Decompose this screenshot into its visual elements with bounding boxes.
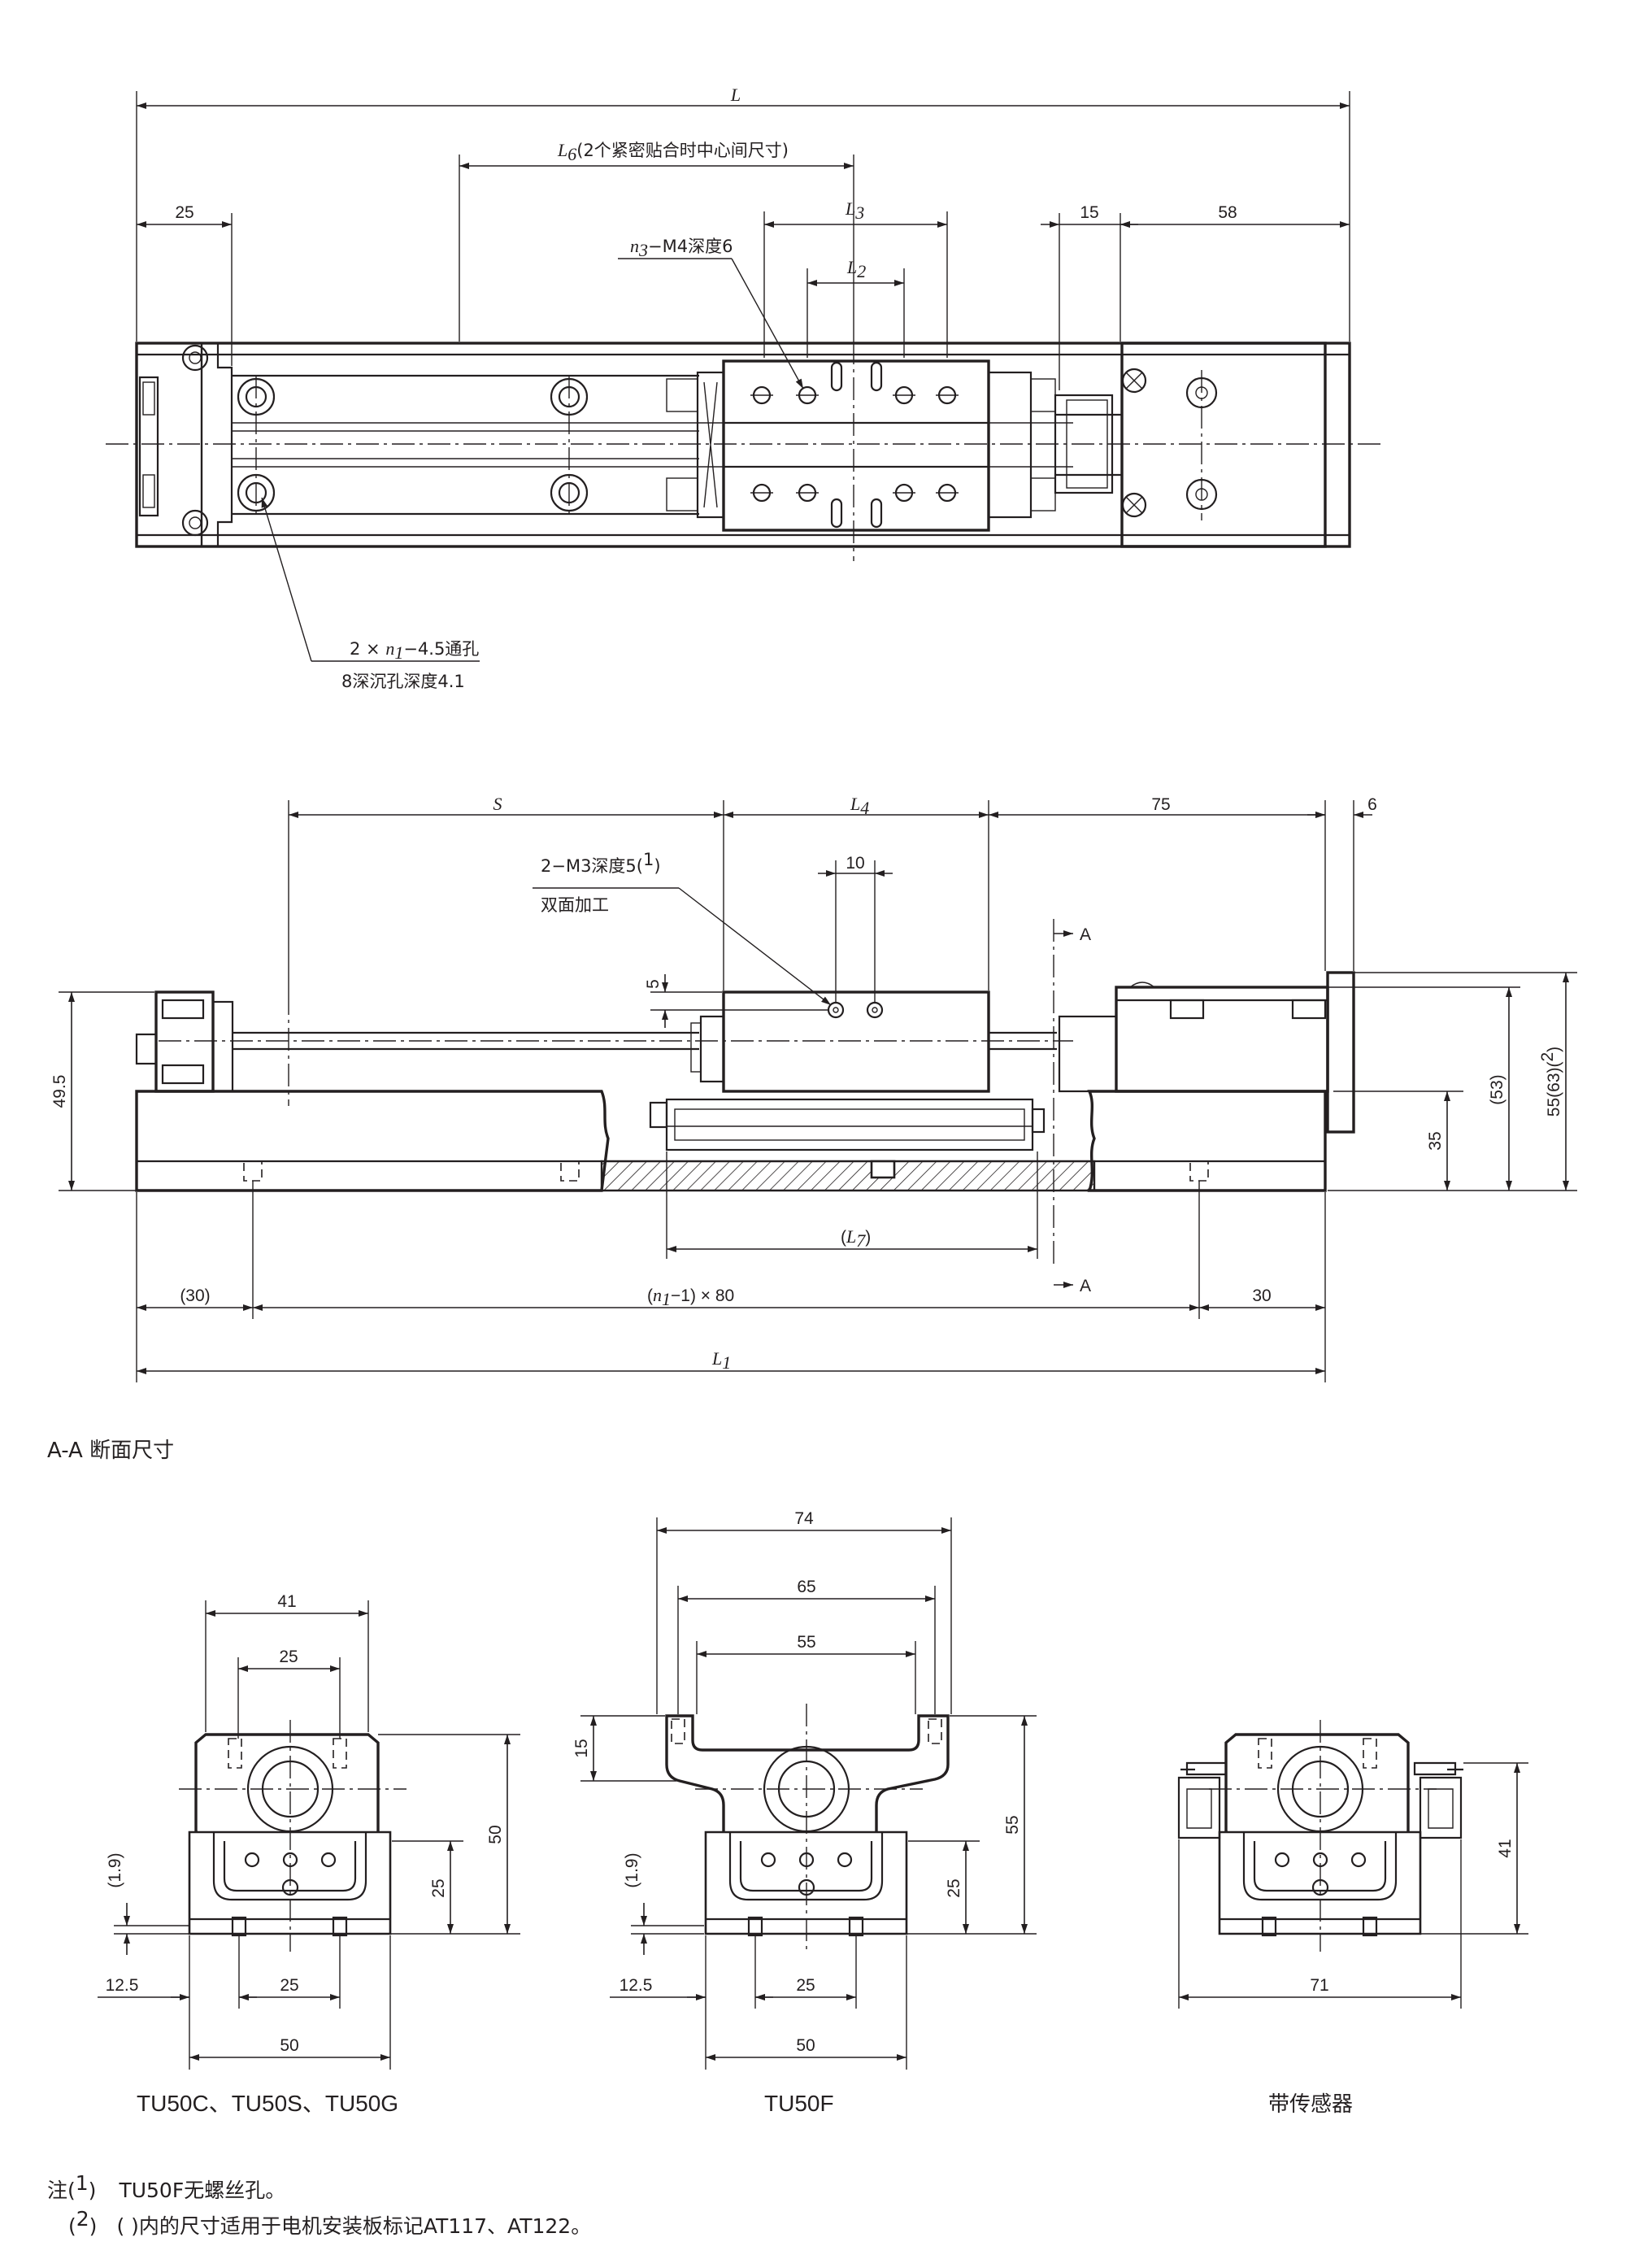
top-block-hole	[893, 385, 915, 405]
dim-L3-label: L3	[845, 198, 864, 223]
side-motor-bracket	[1115, 986, 1329, 1093]
dim-75: 75	[1151, 795, 1170, 814]
top-motor-plate	[1120, 342, 1327, 548]
notes: 注(1)TU50F无螺丝孔。 (2)( )内的尺寸适用于电机安装板标记AT117…	[47, 2171, 591, 2238]
sec1-dim-1-9: (1.9)	[106, 1852, 124, 1887]
top-left-screw-lower	[181, 509, 209, 537]
dim-L4-label: L4	[850, 794, 869, 818]
dim-49-5: 49.5	[50, 1075, 69, 1108]
sec2-dim-12-5: 12.5	[620, 1976, 653, 1995]
sec3-dim-71: 71	[1310, 1976, 1328, 1995]
sensor-rail-right	[1413, 1761, 1457, 1776]
sec2-dim-25-h: 25	[945, 1878, 963, 1897]
dim-35: 35	[1426, 1131, 1445, 1150]
sec1-dim-25-top: 25	[279, 1648, 298, 1666]
section-A-top: A	[1080, 925, 1091, 944]
sec1-dim-50-h: 50	[486, 1825, 505, 1844]
sec2-dim-74: 74	[794, 1509, 814, 1528]
sec2-dim-55-h: 55	[1003, 1815, 1022, 1834]
section-view-sensor: 41 71 带传感器	[1177, 1720, 1528, 2117]
top-motor-screw	[1121, 492, 1147, 518]
top-view: L L6(2个紧密贴合时中心间尺寸) L3 L2 25 15 58 n3−M4深…	[106, 85, 1382, 691]
side-base	[135, 1090, 610, 1192]
dim-S: S	[493, 794, 502, 814]
top-body-outline	[135, 342, 1351, 548]
label-m3-thread: 2−M3深度5(1)	[541, 850, 661, 876]
label-counterbore: 8深沉孔深度4.1	[341, 672, 465, 691]
note-1: 注(1)TU50F无螺丝孔。	[47, 2171, 285, 2202]
top-left-screw-upper	[181, 344, 209, 372]
dim-L: L	[730, 85, 741, 105]
side-left-endblock	[154, 990, 215, 1093]
label-both-sides: 双面加工	[541, 895, 609, 915]
label-thru-holes: 2 × n1−4.5通孔	[350, 638, 479, 663]
sec2-dim-1-9: (1.9)	[623, 1852, 641, 1887]
sec1-dim-25-bottom: 25	[280, 1976, 298, 1995]
dim-53: (53)	[1488, 1074, 1506, 1104]
side-section-hatch	[600, 1160, 1096, 1192]
dim-5: 5	[644, 979, 663, 989]
side-view: S L4 75 6 10 5 2−M3深度5(1) 双面加工 A A 49.5	[50, 794, 1577, 1382]
dim-L2-label: L2	[846, 257, 866, 281]
note-2: (2)( )内的尺寸适用于电机安装板标记AT117、AT122。	[68, 2207, 591, 2238]
dim-L6-label: L6(2个紧密贴合时中心间尺寸)	[557, 140, 789, 164]
sec2-dim-65: 65	[797, 1578, 815, 1596]
sec2-dim-50-bottom: 50	[796, 2036, 815, 2055]
label-n3-m4: n3−M4深度6	[630, 236, 733, 260]
sec2-dim-55-top: 55	[797, 1633, 815, 1652]
dim-30-right: 30	[1252, 1286, 1271, 1305]
dim-25: 25	[175, 203, 193, 222]
sec1-dim-25-h: 25	[429, 1878, 448, 1897]
section-title: A-A 断面尺寸	[47, 1439, 174, 1463]
sec2-caption: TU50F	[764, 2091, 834, 2116]
top-block-hole	[936, 385, 959, 405]
dim-10: 10	[846, 854, 864, 873]
side-m3-hole	[866, 1001, 884, 1019]
section-view-tu50c: 41 25 50 25 (1.9) 12.5 25 50 TU50C、TU50S…	[98, 1592, 520, 2116]
sensor-rail-left	[1185, 1761, 1228, 1776]
side-slider-block	[722, 990, 990, 1093]
dim-30-left: (30)	[180, 1286, 210, 1305]
sec2-dim-25-bottom: 25	[796, 1976, 815, 1995]
dim-L7-label: (L7)	[841, 1226, 871, 1251]
sec3-dim-41-h: 41	[1496, 1839, 1515, 1857]
top-block-hole	[796, 483, 819, 503]
dim-58: 58	[1218, 203, 1237, 222]
sec1-caption: TU50C、TU50S、TU50G	[137, 2091, 398, 2116]
sec3-caption: 带传感器	[1268, 2092, 1353, 2117]
sec1-dim-41: 41	[277, 1592, 296, 1611]
top-block-hole	[750, 385, 773, 405]
dim-55-63: 55(63)(2)	[1538, 1047, 1563, 1117]
sec1-dim-50-bottom: 50	[280, 2036, 298, 2055]
dim-L1-label: L1	[711, 1348, 731, 1373]
top-block-hole	[796, 385, 819, 405]
top-block-hole	[936, 483, 959, 503]
top-block-hole	[893, 483, 915, 503]
top-motor-screw	[1121, 368, 1147, 394]
dim-15: 15	[1080, 203, 1098, 222]
dim-n1-pitch: (n1−1) × 80	[647, 1285, 734, 1309]
dim-6: 6	[1367, 795, 1377, 814]
section-A-bottom: A	[1080, 1277, 1091, 1295]
sec1-dim-12-5: 12.5	[106, 1976, 139, 1995]
sec2-dim-15: 15	[572, 1739, 591, 1757]
top-block-hole	[750, 483, 773, 503]
section-view-tu50f: 74 65 55 15 55 25 (1.9) 12.5 25	[572, 1509, 1037, 2116]
